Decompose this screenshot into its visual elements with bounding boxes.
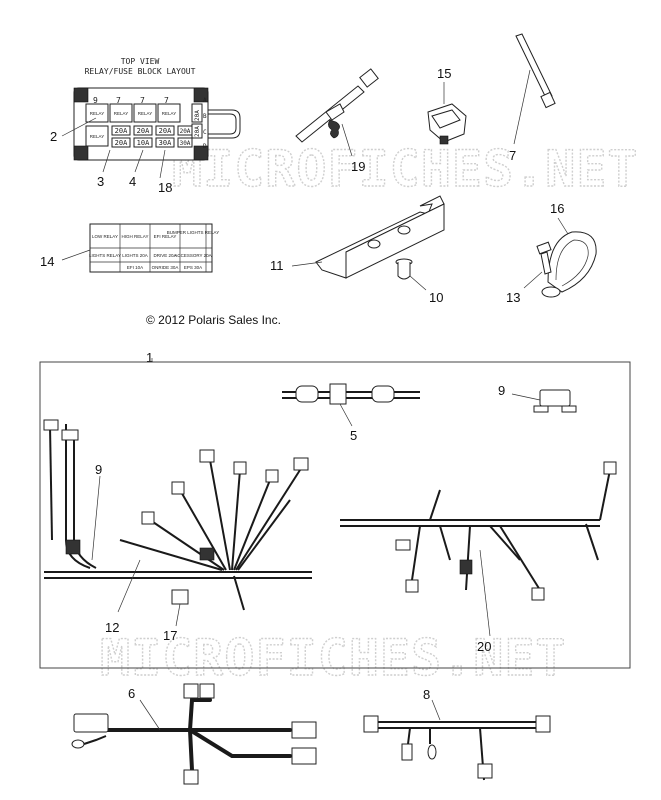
fuse-r2-4: 30A bbox=[180, 140, 191, 147]
relay-9[interactable] bbox=[511, 389, 577, 413]
p-clamp[interactable] bbox=[541, 217, 597, 298]
card-r3-c2: EFI 10A bbox=[127, 265, 143, 270]
cable-tie[interactable] bbox=[513, 33, 556, 145]
fuse-r1-4: 20A bbox=[180, 128, 191, 135]
callout-18: 18 bbox=[158, 180, 172, 195]
callout-9-harness: 9 bbox=[95, 462, 102, 477]
callout-14: 14 bbox=[40, 254, 54, 269]
harness-6[interactable] bbox=[71, 683, 317, 785]
relay-label-3: RELAY bbox=[138, 111, 152, 116]
callout-20: 20 bbox=[477, 639, 491, 654]
callout-2: 2 bbox=[50, 129, 57, 144]
callout-19: 19 bbox=[351, 159, 365, 174]
slot-number-1: 9 bbox=[93, 96, 98, 105]
card-r1-c4: BUMPER LIGHTS RELAY bbox=[167, 230, 219, 235]
connector-15[interactable] bbox=[427, 82, 467, 145]
callout-15: 15 bbox=[437, 66, 451, 81]
side-letter-c: C bbox=[203, 129, 207, 136]
callout-7: 7 bbox=[509, 148, 516, 163]
jumper-harness[interactable] bbox=[282, 383, 420, 427]
fuse-r2-1: 20A bbox=[115, 139, 128, 147]
relay-label-1: RELAY bbox=[90, 111, 104, 116]
fuse-r2-3: 30A bbox=[159, 139, 172, 147]
callout-10: 10 bbox=[429, 290, 443, 305]
relay-fuse-block[interactable]: TOP VIEW RELAY/FUSE BLOCK LAYOUT 9 7 7 7… bbox=[61, 57, 241, 179]
relay-label-4: RELAY bbox=[162, 111, 176, 116]
card-r2-c1: LIGHTS RELAY bbox=[89, 253, 121, 258]
card-r2-c2: LIGHTS 20A bbox=[122, 253, 148, 258]
fuse-label-card[interactable]: LOW RELAY HIGH RELAY EFI RELAY BUMPER LI… bbox=[61, 223, 219, 273]
card-r1-c1: LOW RELAY bbox=[92, 234, 118, 239]
callout-5: 5 bbox=[350, 428, 357, 443]
main-harness-frame bbox=[39, 361, 631, 669]
callout-4: 4 bbox=[129, 174, 136, 189]
watermark-top: MICROFICHES.NET bbox=[172, 140, 639, 198]
side-fuse-2: 20A bbox=[194, 126, 201, 137]
bolt[interactable] bbox=[523, 241, 552, 289]
relay-17 bbox=[171, 589, 189, 605]
callout-13: 13 bbox=[506, 290, 520, 305]
fuse-r1-2: 20A bbox=[137, 127, 150, 135]
card-r1-c3: EFI RELAY bbox=[154, 234, 177, 239]
fuse-r1-3: 20A bbox=[159, 127, 172, 135]
relay-block-title-line1: TOP VIEW bbox=[121, 57, 160, 66]
relay-label-2: RELAY bbox=[114, 111, 128, 116]
slot-number-3: 7 bbox=[140, 96, 145, 105]
side-letter-d: D bbox=[203, 143, 207, 150]
main-wiring-harness[interactable] bbox=[43, 419, 617, 637]
mounting-bracket[interactable] bbox=[291, 195, 445, 279]
watermark-bottom: MICROFICHES.NET bbox=[100, 629, 567, 687]
card-r2-c4: ACCESSORY 20A bbox=[174, 253, 211, 258]
fuse-r2-2: 10A bbox=[137, 139, 150, 147]
card-r3-c3: ONRIDE 30A bbox=[152, 265, 179, 270]
relay-block-bracket bbox=[206, 109, 241, 139]
cable-tie-clip[interactable] bbox=[295, 68, 379, 157]
slot-number-4: 7 bbox=[164, 96, 169, 105]
callout-11: 11 bbox=[270, 258, 284, 273]
callout-12: 12 bbox=[105, 620, 119, 635]
push-fastener[interactable] bbox=[395, 258, 427, 291]
side-letter-b: B bbox=[203, 113, 207, 120]
callout-9-relay: 9 bbox=[498, 383, 505, 398]
copyright-text: © 2012 Polaris Sales Inc. bbox=[146, 313, 281, 327]
callout-6: 6 bbox=[128, 686, 135, 701]
slot-number-2: 7 bbox=[116, 96, 121, 105]
harness-8[interactable] bbox=[363, 699, 551, 781]
fuse-r1-1: 20A bbox=[115, 127, 128, 135]
callout-16: 16 bbox=[550, 201, 564, 216]
callout-3: 3 bbox=[97, 174, 104, 189]
card-r1-c2: HIGH RELAY bbox=[122, 234, 149, 239]
side-fuse-1: 20A bbox=[194, 110, 201, 121]
side-letter-a: A bbox=[203, 97, 207, 104]
callout-8: 8 bbox=[423, 687, 430, 702]
callout-1: 1 bbox=[146, 350, 153, 365]
relay-label-lower: RELAY bbox=[90, 134, 104, 139]
callout-17: 17 bbox=[163, 628, 177, 643]
card-r3-c4: EPS 30A bbox=[184, 265, 202, 270]
relay-block-title-line2: RELAY/FUSE BLOCK LAYOUT bbox=[85, 67, 196, 76]
card-r2-c3: DRIVE 20A bbox=[153, 253, 176, 258]
